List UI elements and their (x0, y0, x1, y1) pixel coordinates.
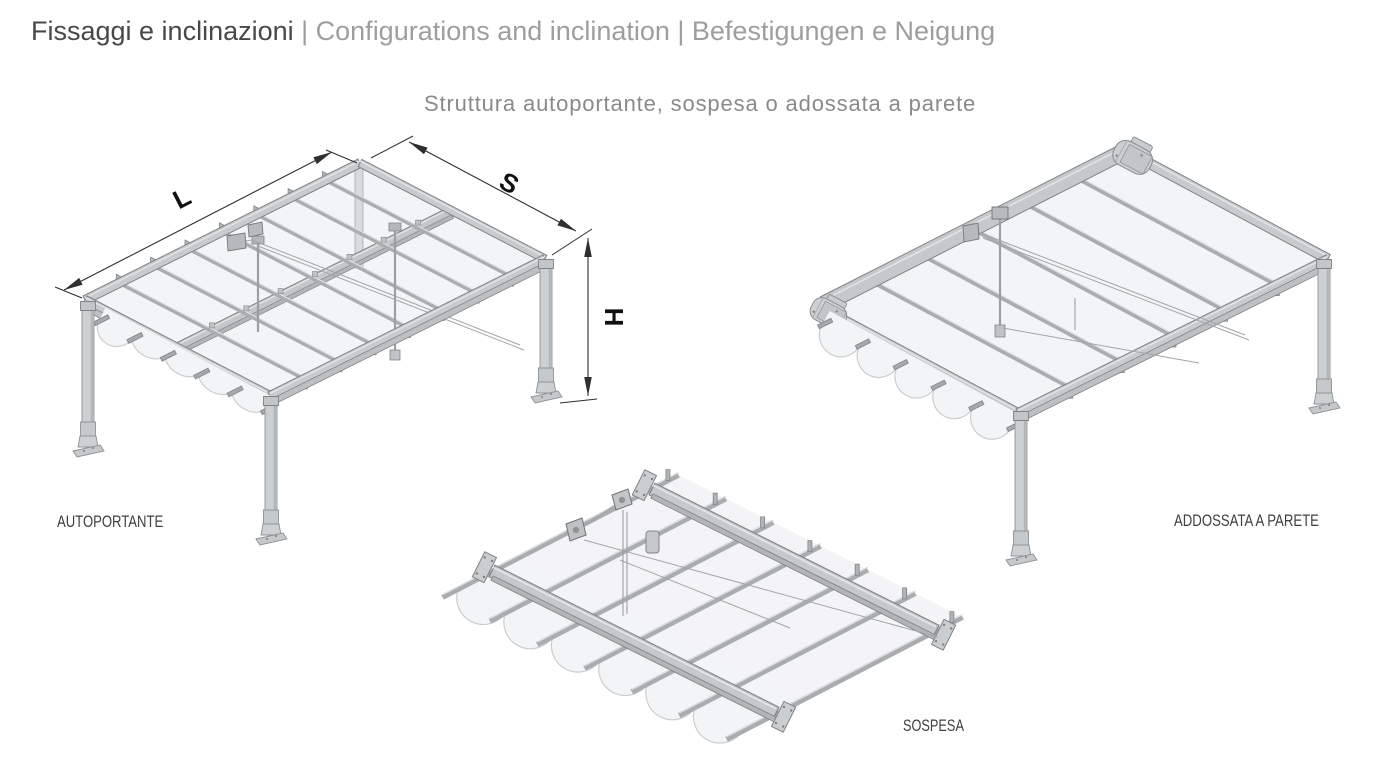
svg-text:H: H (599, 308, 629, 327)
svg-text:S: S (495, 166, 524, 201)
svg-text:L: L (168, 181, 196, 215)
